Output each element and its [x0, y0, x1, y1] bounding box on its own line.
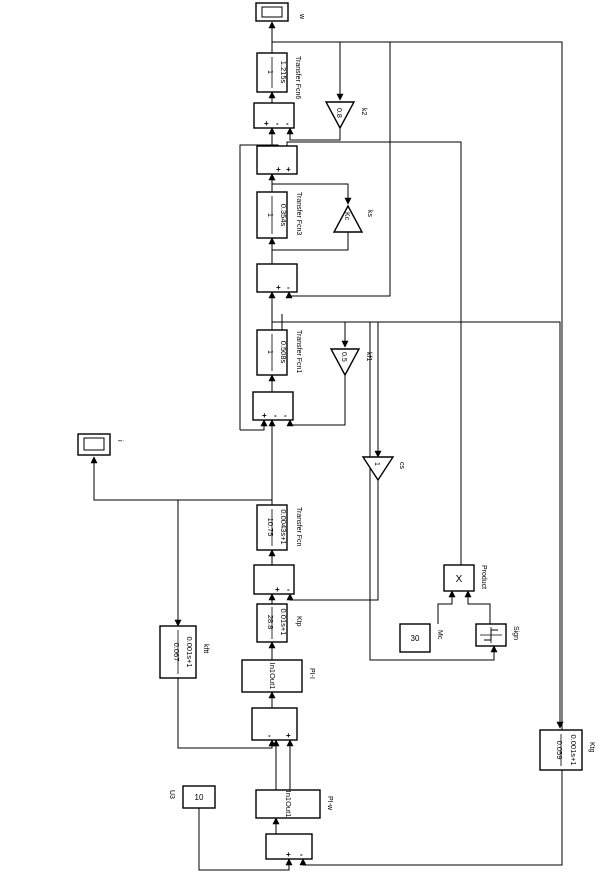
u3-label: U3	[168, 790, 175, 799]
tf3-denominator: 0.354s	[279, 204, 288, 227]
pi-i-text: In1Out1	[268, 663, 277, 690]
tf3-label: Transfer Fcn3	[295, 192, 302, 235]
transfer-fcn-6[interactable]: 1 1.215s Transfer Fcn6	[256, 52, 301, 99]
kftt-label: kftt	[202, 644, 209, 653]
gain-ks[interactable]: Kc ks	[332, 204, 373, 233]
mc-value: 30	[411, 634, 420, 643]
product-block[interactable]: X Product	[443, 564, 487, 592]
gain-kf1[interactable]: 0.5 kf1	[329, 348, 372, 377]
product-symbol: X	[456, 574, 463, 585]
gain-ks-label: ks	[366, 210, 373, 218]
gain-cs-value: 1	[373, 462, 380, 466]
ktg-numerator: 0.059	[555, 741, 564, 760]
sum-block-5[interactable]: + -	[253, 564, 295, 595]
pi-i-subsystem[interactable]: In1Out1 PI-I	[241, 659, 315, 693]
sum-5-port-1: +	[275, 585, 280, 594]
sum-top-port-2: -	[276, 119, 279, 128]
scope-i-label: i	[116, 440, 123, 442]
gain-k2[interactable]: 0.8 k2	[324, 101, 367, 130]
gain-kf1-value: 0.5	[340, 352, 347, 362]
tf6-denominator: 1.215s	[279, 61, 288, 84]
sum-block-4[interactable]: + - -	[252, 391, 294, 421]
transfer-fcn[interactable]: 10.75 0.0043s+1 Transfer Fcn	[256, 504, 302, 551]
tf1-numerator: 1	[266, 350, 275, 354]
sum-block-3[interactable]: + -	[256, 263, 298, 293]
sum-2-port-1: +	[276, 165, 281, 174]
sum-2-port-2: +	[286, 165, 291, 174]
sum-3-port-2: -	[287, 283, 290, 292]
ktg-denominator: 0.001s+1	[569, 734, 578, 765]
sum-7-port-2: -	[300, 850, 303, 859]
u3-value: 10	[195, 793, 204, 802]
ktp-denominator: 0.01s+1	[279, 609, 288, 636]
ktp-label: Ktp	[295, 616, 302, 627]
pi-i-label: PI-I	[308, 668, 315, 679]
tf6-label: Transfer Fcn6	[294, 56, 301, 99]
sign-block[interactable]: Sign	[475, 623, 519, 647]
constant-mc[interactable]: 30 Mc	[399, 623, 443, 653]
sum-7-port-1: +	[286, 850, 291, 859]
gain-kf1-label: kf1	[365, 352, 372, 361]
mc-label: Mc	[436, 630, 443, 640]
scope-w[interactable]: w	[255, 2, 305, 22]
constant-u3[interactable]: 10 U3	[168, 785, 216, 809]
sum-block-2[interactable]: + +	[256, 145, 298, 175]
tf1-denominator: 0.508s	[279, 341, 288, 364]
scope-i[interactable]: i	[77, 433, 123, 456]
transfer-fcn-1[interactable]: 1 0.508s Transfer Fcn1	[256, 329, 302, 376]
pi-w-text: In1Out1	[284, 791, 293, 818]
gain-k2-label: k2	[360, 108, 367, 116]
gain-cs-label: cs	[398, 462, 405, 470]
transfer-fcn-3[interactable]: 1 0.354s Transfer Fcn3	[256, 191, 302, 239]
kftt-transfer-fcn[interactable]: 0.067 0.001s+1 kftt	[159, 625, 209, 679]
signal-wires	[90, 21, 564, 871]
tf6-numerator: 1	[266, 70, 275, 74]
tfcn-numerator: 10.75	[266, 518, 275, 537]
ktp-transfer-fcn[interactable]: 28.8 0.01s+1 Ktp	[256, 603, 302, 643]
product-label: Product	[480, 565, 487, 589]
sum-block-6[interactable]: - +	[251, 707, 298, 741]
tf1-label: Transfer Fcn1	[295, 330, 302, 373]
sum-4-port-1: +	[262, 411, 267, 420]
sum-4-port-2: -	[274, 411, 277, 420]
sum-3-port-1: +	[276, 283, 281, 292]
ktg-label: Ktg	[588, 742, 595, 753]
sum-5-port-2: -	[287, 585, 290, 594]
gain-cs[interactable]: 1 cs	[361, 456, 405, 482]
gain-ks-value: Kc	[343, 212, 350, 221]
pi-w-subsystem[interactable]: In1Out1 PI-w	[255, 789, 333, 819]
sum-6-port-1: -	[268, 731, 271, 740]
pi-w-label: PI-w	[326, 796, 333, 811]
ktp-numerator: 28.8	[266, 615, 275, 630]
sum-top-port-1: +	[264, 119, 269, 128]
scope-w-label: w	[298, 13, 305, 20]
sum-4-port-3: -	[284, 411, 287, 420]
sum-block-top[interactable]: + - -	[253, 102, 295, 129]
sum-top-port-3: -	[286, 119, 289, 128]
sum-block-7[interactable]: + -	[265, 833, 313, 860]
sum-6-port-2: +	[286, 731, 291, 740]
kftt-denominator: 0.001s+1	[185, 636, 194, 667]
sign-label: Sign	[512, 626, 519, 640]
tfcn-denominator: 0.0043s+1	[279, 509, 288, 544]
tfcn-label: Transfer Fcn	[295, 507, 302, 547]
tf3-numerator: 1	[266, 213, 275, 217]
kftt-numerator: 0.067	[172, 643, 181, 662]
gain-k2-value: 0.8	[335, 108, 342, 118]
ktg-transfer-fcn[interactable]: 0.059 0.001s+1 Ktg	[539, 729, 595, 771]
